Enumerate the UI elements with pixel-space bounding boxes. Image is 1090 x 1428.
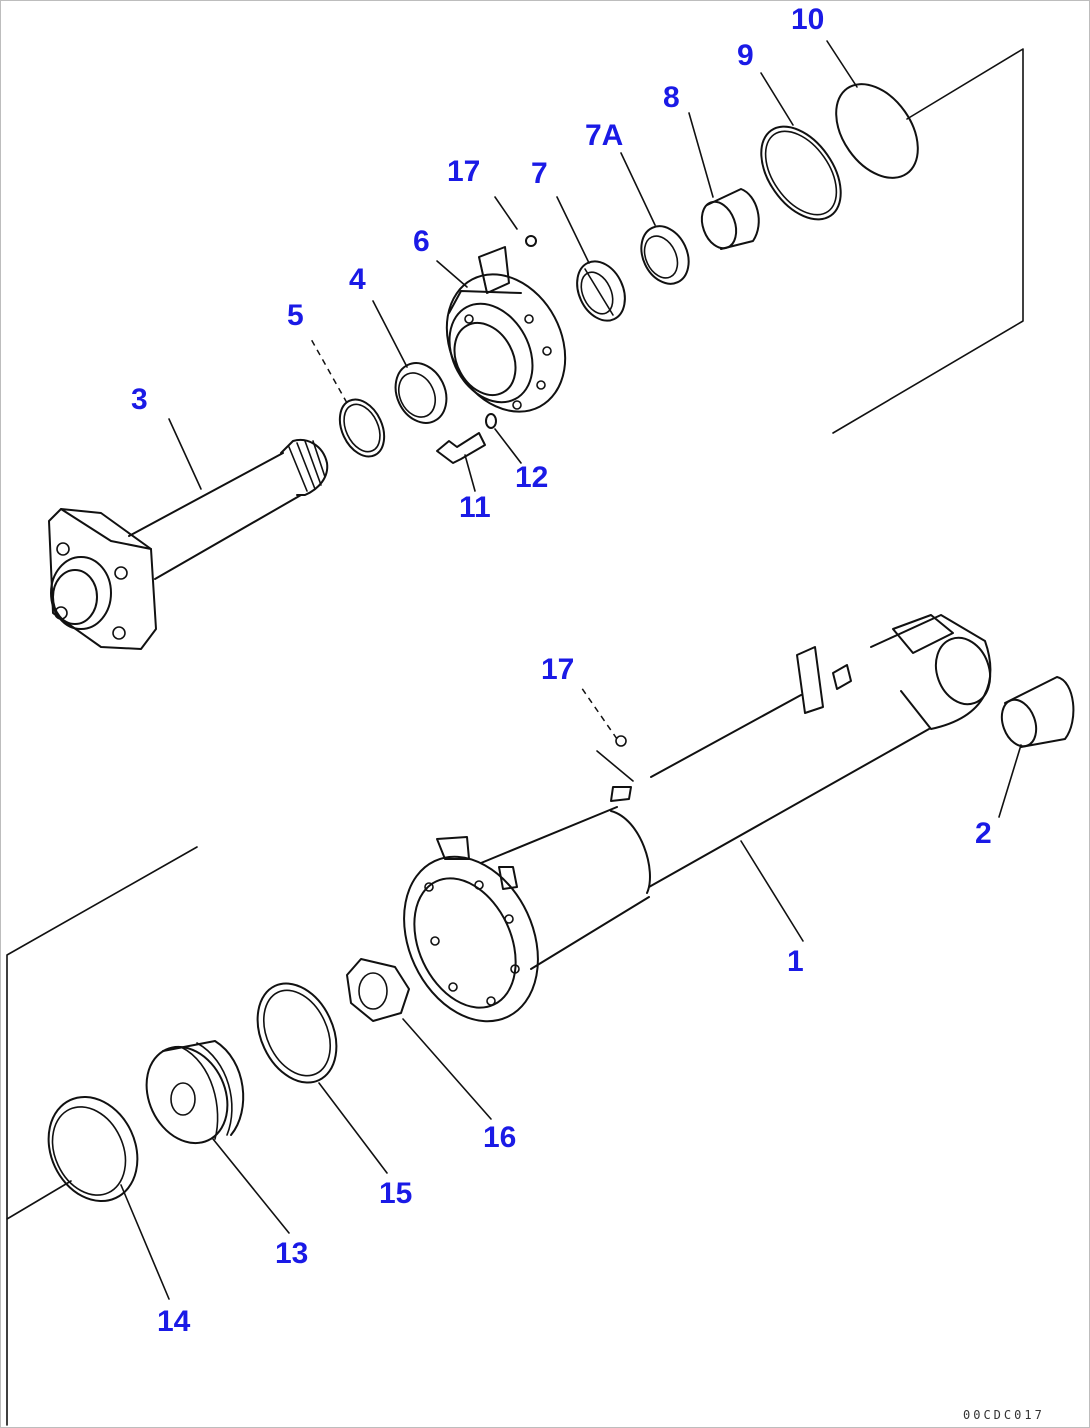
wear-ring-14 bbox=[47, 1095, 139, 1203]
backup-ring-10 bbox=[835, 83, 919, 179]
collar-8 bbox=[700, 188, 760, 250]
seal-4 bbox=[394, 362, 448, 424]
ring-5 bbox=[338, 398, 386, 458]
bushing-7a bbox=[640, 225, 690, 285]
boundary-lines bbox=[6, 48, 1024, 1426]
callouts: 1 2 3 4 5 6 7 7A 8 9 10 11 12 13 14 15 1… bbox=[131, 3, 992, 1338]
cylinder-head bbox=[445, 246, 567, 413]
callout-13: 13 bbox=[275, 1237, 308, 1270]
nut-16 bbox=[346, 958, 410, 1022]
callout-2: 2 bbox=[975, 817, 992, 850]
callout-10: 10 bbox=[791, 3, 824, 36]
callout-17-upper: 17 bbox=[447, 155, 480, 188]
callout-11: 11 bbox=[459, 491, 491, 524]
callout-3: 3 bbox=[131, 383, 148, 416]
piston-13 bbox=[145, 1040, 245, 1145]
callout-5: 5 bbox=[287, 299, 304, 332]
piston-rod bbox=[48, 439, 329, 650]
callout-1: 1 bbox=[787, 945, 804, 978]
o-ring-9 bbox=[760, 125, 842, 221]
callout-6: 6 bbox=[413, 225, 430, 258]
callout-8: 8 bbox=[663, 81, 680, 114]
callout-12: 12 bbox=[515, 461, 548, 494]
bolt-11 bbox=[436, 432, 486, 464]
callout-15: 15 bbox=[379, 1177, 412, 1210]
callout-7: 7 bbox=[531, 157, 548, 190]
callout-7a: 7A bbox=[585, 119, 623, 152]
pin-bushing-2 bbox=[1000, 676, 1075, 748]
leader-lines bbox=[120, 40, 1022, 1300]
washer-12 bbox=[485, 413, 497, 429]
callout-9: 9 bbox=[737, 39, 754, 72]
callout-17-lower: 17 bbox=[541, 653, 574, 686]
callout-4: 4 bbox=[349, 263, 366, 296]
callout-16: 16 bbox=[483, 1121, 516, 1154]
callout-14: 14 bbox=[157, 1305, 191, 1338]
fitting-17-upper bbox=[525, 235, 537, 247]
ring-15 bbox=[256, 982, 338, 1084]
drawing-code: 00CDC017 bbox=[963, 1408, 1045, 1422]
bushing-7 bbox=[576, 260, 626, 322]
cylinder-tube bbox=[403, 614, 992, 1023]
